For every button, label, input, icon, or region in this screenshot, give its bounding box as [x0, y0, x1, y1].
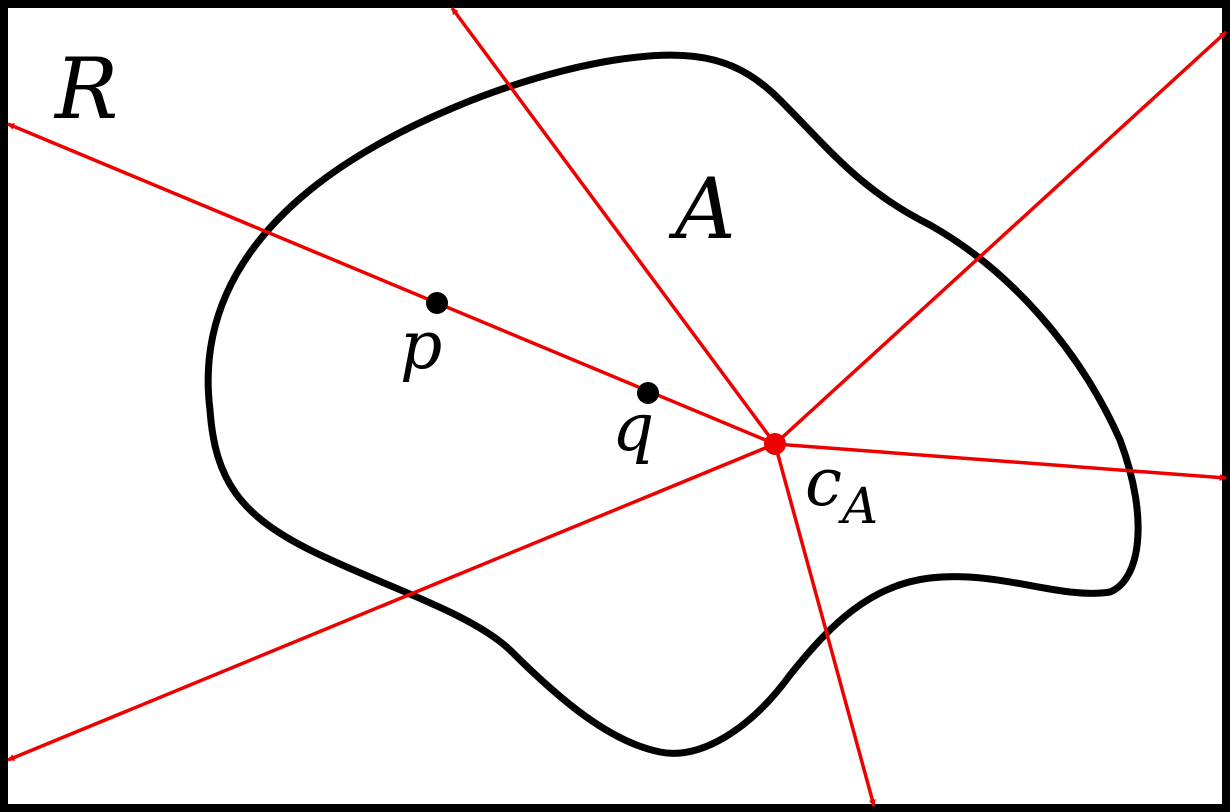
ray-left-lower: [7, 442, 776, 762]
region-label: R: [53, 40, 118, 138]
ray-right: [774, 442, 1227, 482]
ray-left-upper: [7, 122, 776, 446]
point-p-dot: [426, 292, 448, 314]
rays-group: [7, 6, 1228, 807]
ray-down: [773, 443, 876, 807]
center-point-dot: [764, 433, 786, 455]
set-label: A: [668, 160, 736, 258]
set-a-boundary: [204, 51, 1142, 757]
ray-upper-right: [773, 30, 1228, 446]
point-q-label: q: [612, 389, 654, 466]
point-q-dot: [637, 382, 659, 404]
center-label: cA: [805, 444, 878, 535]
point-p-label: p: [400, 307, 442, 384]
ray-up: [450, 6, 777, 446]
center-label-main: c: [805, 444, 842, 521]
center-label-subscript: A: [838, 477, 878, 535]
